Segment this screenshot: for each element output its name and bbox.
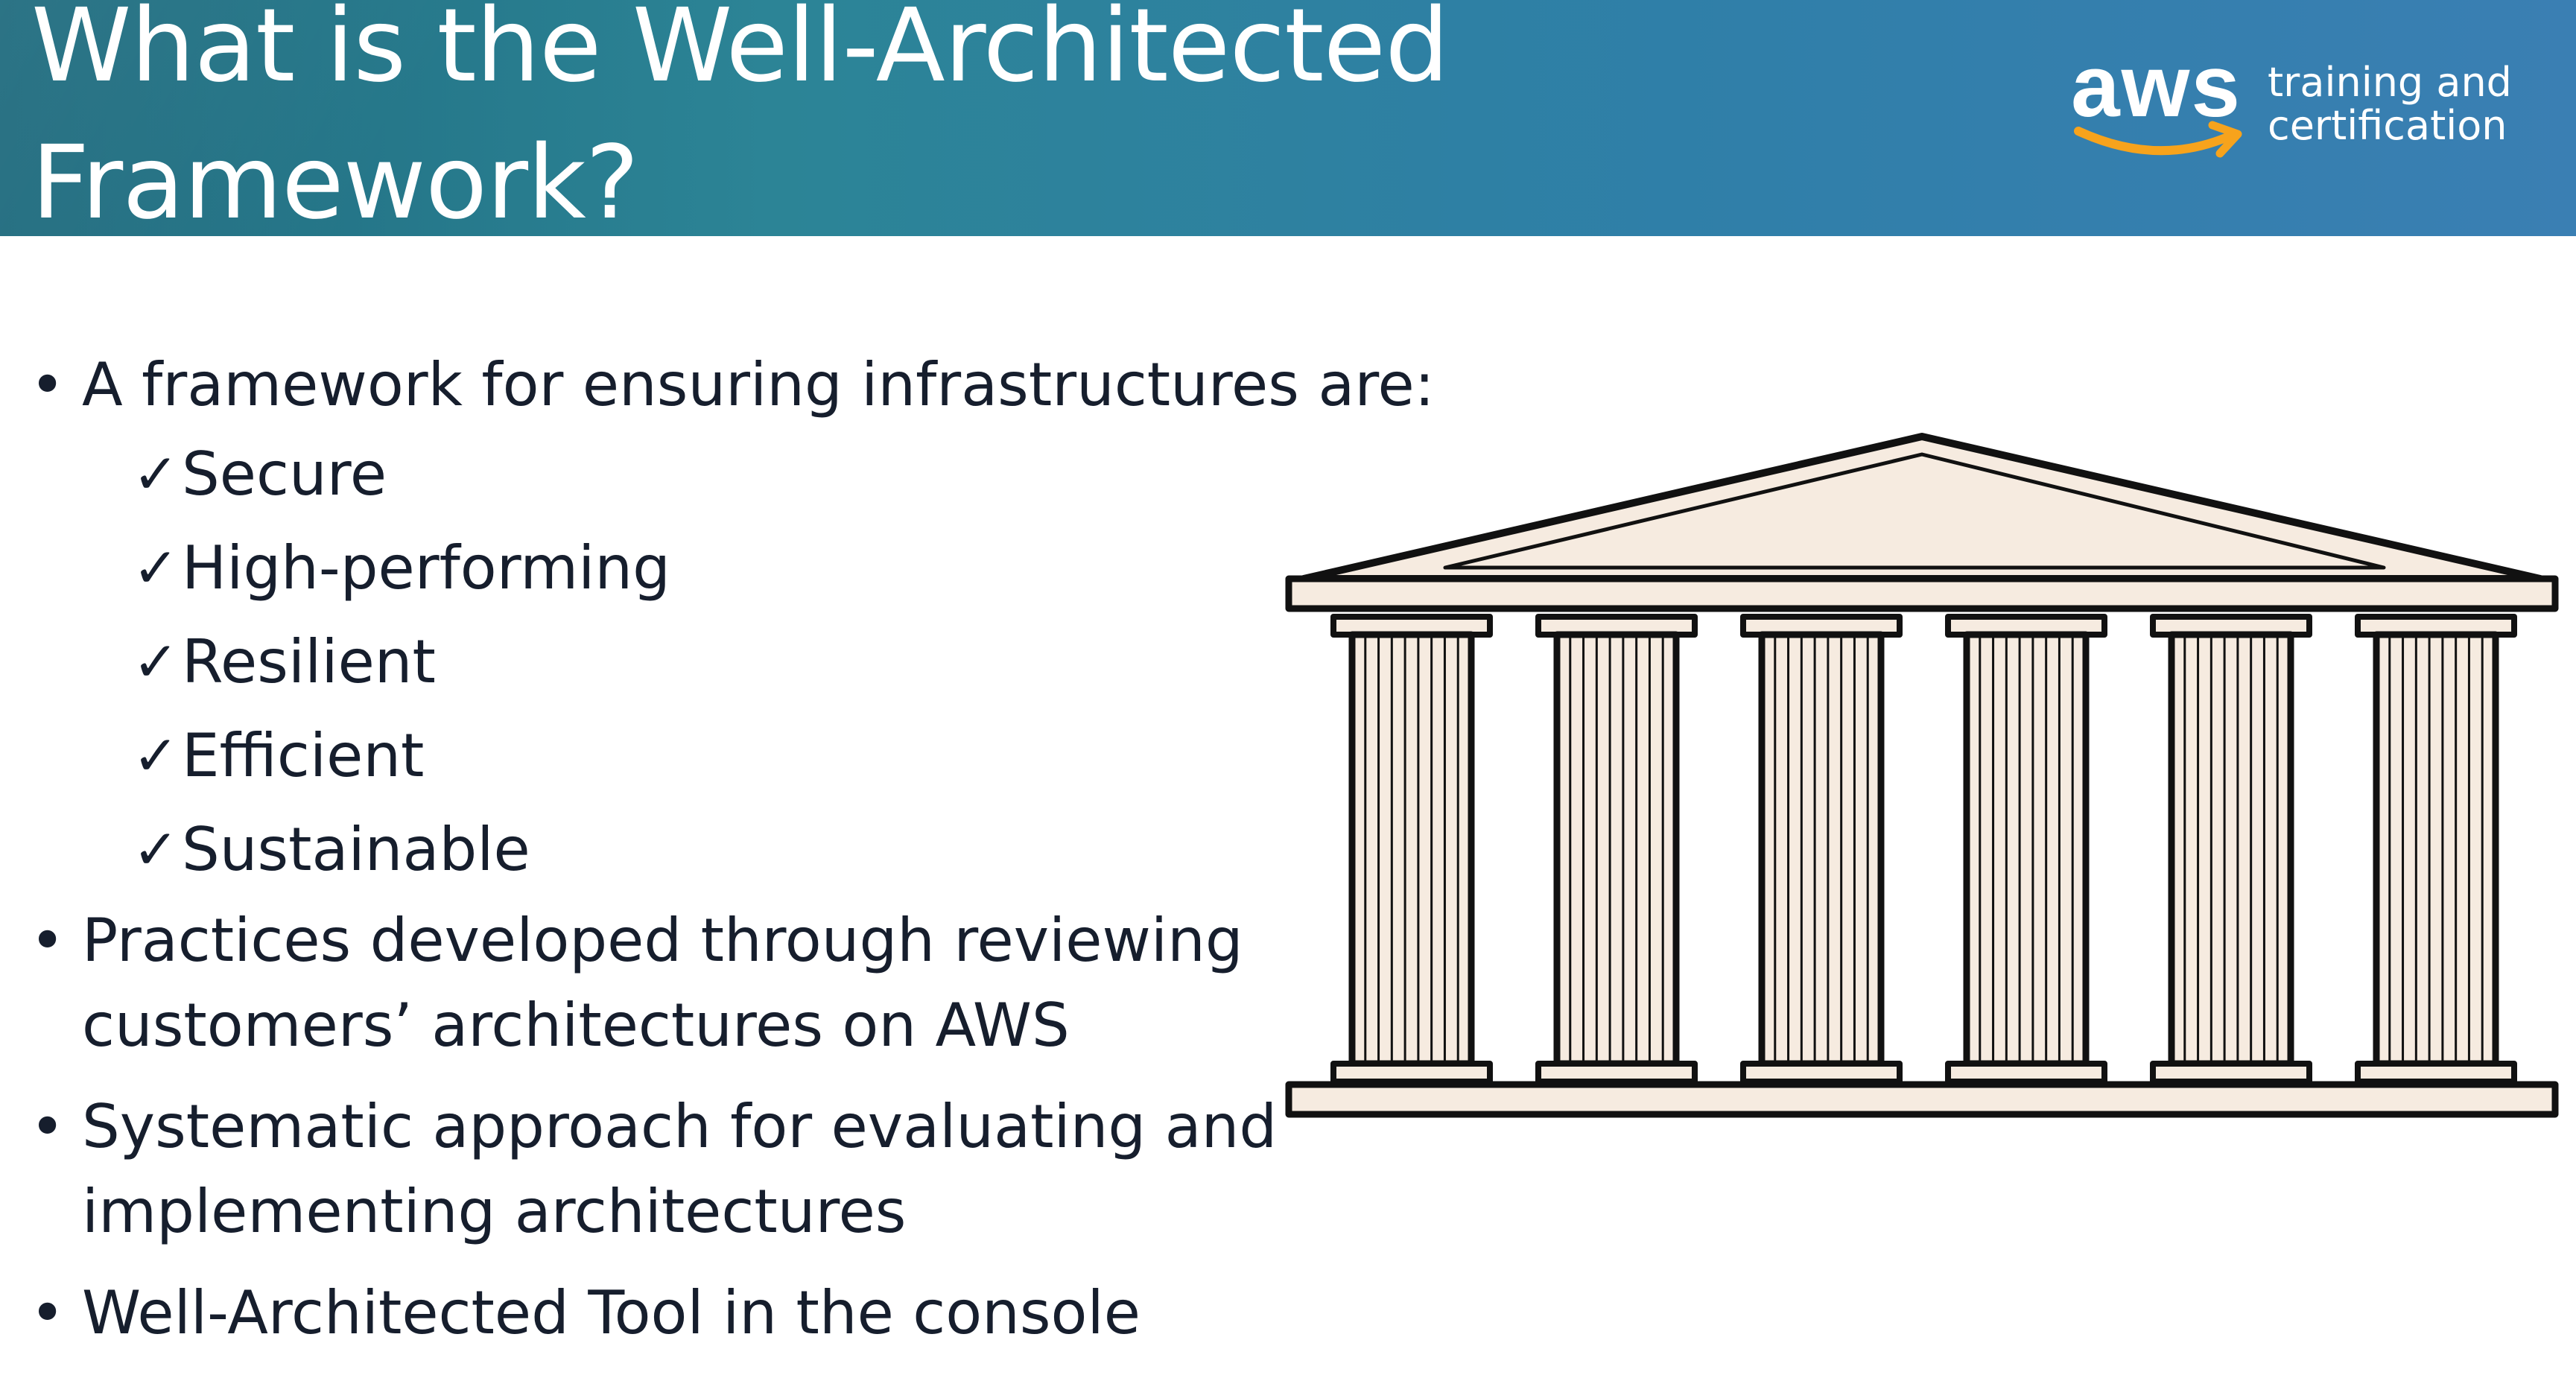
checklist-item-label: Sustainable	[182, 815, 530, 884]
bullet-practices-text: Practices developed through reviewing cu…	[82, 898, 1243, 1068]
temple-pillar	[1945, 614, 2107, 1085]
bullet-framework-text: A framework for ensuring infrastructures…	[82, 350, 1435, 419]
checklist-item: ✓ Secure	[133, 428, 1296, 521]
checklist-item-label: Secure	[182, 439, 387, 509]
checklist-item: ✓ High-performing	[133, 521, 1296, 615]
slide-title-line-1: What is the Well-Architected	[31, 0, 1449, 105]
bullet-framework: • A framework for ensuring infrastructur…	[30, 343, 1435, 428]
temple-pillar	[2150, 614, 2312, 1085]
checklist-item-label: High-performing	[182, 533, 670, 603]
temple-base	[1285, 1081, 2559, 1118]
bullet-practices: • Practices developed through reviewing …	[30, 898, 1296, 1068]
bullet-tool-text: Well-Architected Tool in the console	[82, 1278, 1141, 1347]
aws-tagline: training and certification	[2268, 61, 2512, 147]
slide-header: What is the Well-Architected Framework? …	[0, 0, 2576, 236]
header-shade	[0, 0, 670, 236]
bullet-systematic-line-2: implementing architectures	[82, 1177, 907, 1246]
temple-pillars	[1330, 614, 2517, 1085]
bullet-systematic: • Systematic approach for evaluating and…	[30, 1085, 1296, 1254]
aws-smile-icon	[2074, 121, 2242, 158]
check-icon: ✓	[133, 724, 180, 788]
bullet-tool: • Well-Architected Tool in the console	[30, 1271, 1296, 1356]
slide-body: • A framework for ensuring infrastructur…	[30, 343, 1435, 1356]
check-icon: ✓	[133, 442, 180, 507]
checklist-item: ✓ Sustainable	[133, 803, 1296, 897]
bullet-systematic-line-1: Systematic approach for evaluating and	[82, 1092, 1278, 1161]
checklist-item-label: Resilient	[182, 627, 436, 696]
check-icon: ✓	[133, 630, 180, 694]
checklist-item: ✓ Efficient	[133, 709, 1296, 803]
temple-pillars-icon	[1285, 433, 2559, 1118]
check-icon: ✓	[133, 536, 180, 600]
bullet-practices-line-1: Practices developed through reviewing	[82, 906, 1243, 975]
temple-pillar	[1740, 614, 1903, 1085]
bullet-dot: •	[30, 1092, 66, 1161]
temple-pillar	[2355, 614, 2517, 1085]
bullet-dot: •	[30, 350, 66, 419]
bullet-dot: •	[30, 1278, 66, 1347]
slide-title-line-2: Framework?	[31, 124, 639, 236]
aws-training-logo: aws training and certification	[2071, 37, 2512, 173]
bullet-practices-line-2: customers’ architectures on AWS	[82, 991, 1070, 1060]
temple-entablature	[1285, 575, 2559, 612]
aws-wordmark: aws	[2071, 37, 2242, 136]
bullet-dot: •	[30, 906, 66, 975]
temple-roof-inner	[1443, 452, 2386, 570]
checklist: ✓ Secure ✓ High-performing ✓ Resilient ✓…	[30, 428, 1296, 897]
aws-tagline-line-2: certification	[2268, 102, 2507, 149]
checklist-item: ✓ Resilient	[133, 615, 1296, 709]
check-icon: ✓	[133, 818, 180, 882]
checklist-item-label: Efficient	[182, 721, 425, 790]
aws-tagline-line-1: training and	[2268, 59, 2512, 106]
slide-title: What is the Well-Architected Framework?	[31, 0, 1449, 236]
temple-pillar	[1330, 614, 1493, 1085]
bullet-systematic-text: Systematic approach for evaluating and i…	[82, 1085, 1277, 1254]
temple-pillar	[1535, 614, 1698, 1085]
